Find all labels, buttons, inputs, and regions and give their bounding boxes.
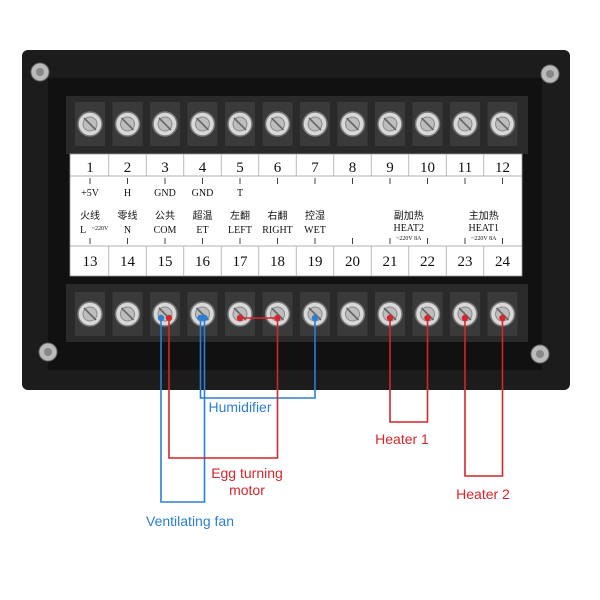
terminal-number: 13: [83, 254, 98, 270]
terminal-label: ET: [196, 225, 208, 236]
terminal-number: 17: [233, 254, 249, 270]
terminal-number: 5: [236, 160, 244, 176]
wire-endpoint-dot: [236, 314, 244, 322]
group-label-cn: 副加热: [394, 209, 424, 222]
terminal-label: H: [124, 188, 131, 199]
terminal-screw-icon: [75, 102, 105, 146]
terminal-label: T: [237, 188, 243, 199]
terminal-screw-icon: [150, 102, 180, 146]
terminal-number: 10: [420, 160, 435, 176]
ventilating-fan-wire: [160, 318, 206, 503]
wire-endpoint-dot: [386, 314, 394, 322]
humidifier-label: Humidifier: [208, 399, 271, 415]
terminal-label-cn: 控湿: [305, 209, 325, 222]
terminal-screw-icon: [225, 292, 255, 336]
terminal-number: 1: [86, 160, 94, 176]
terminal-screw-icon: [375, 102, 405, 146]
terminal-label: COM: [154, 225, 177, 236]
heater2-label: Heater 2: [456, 486, 510, 502]
terminal-number: 6: [274, 160, 282, 176]
wire-endpoint-dot: [157, 314, 165, 322]
terminal-screw-icon: [150, 292, 180, 336]
heater1-label: Heater 1: [375, 431, 429, 447]
terminal-label: RIGHT: [262, 225, 293, 236]
terminal-screw-icon: [337, 102, 368, 146]
terminal-number: 3: [161, 160, 169, 176]
terminal-number: 11: [458, 160, 472, 176]
terminal-label-cn: 零线: [118, 209, 138, 222]
terminal-screw-icon: [487, 292, 518, 336]
terminal-number: 2: [124, 160, 132, 176]
terminal-screw-icon: [450, 102, 480, 146]
terminal-label: +5V: [81, 188, 100, 199]
terminal-label: L: [80, 225, 86, 236]
wire-endpoint-dot: [311, 314, 319, 322]
group-label: HEAT2: [393, 223, 424, 234]
ventilating-fan-label: Ventilating fan: [146, 513, 234, 529]
terminal-label-cn: 公共: [155, 210, 175, 222]
terminal-number: 22: [420, 254, 435, 270]
wire-endpoint-dot: [499, 314, 506, 322]
terminal-label: N: [124, 225, 131, 236]
terminal-screw-icon: [487, 102, 518, 146]
terminal-screw-icon: [112, 102, 143, 146]
egg-turning-wire: [168, 318, 279, 459]
heater2-wire: [464, 318, 504, 477]
egg-turning-label: Egg turning: [211, 465, 283, 481]
terminal-number: 9: [386, 160, 394, 176]
terminal-screw-icon: [262, 102, 293, 146]
corner-screw-icon: [30, 62, 50, 82]
terminal-screw-icon: [450, 292, 480, 336]
egg-turning-label: motor: [229, 482, 265, 498]
group-label: HEAT1: [468, 223, 499, 234]
terminal-label: LEFT: [228, 225, 252, 236]
corner-screw-icon: [530, 344, 550, 364]
corner-screw-icon: [38, 342, 58, 362]
group-label-rating: ~220V 8A: [396, 236, 422, 242]
terminal-number: 15: [158, 254, 173, 270]
terminal-label-cn: 超温: [193, 209, 213, 222]
wire-endpoint-dot: [424, 314, 431, 322]
terminal-label: WET: [304, 225, 326, 236]
terminal-number: 16: [195, 254, 211, 270]
terminal-label: GND: [154, 188, 176, 199]
terminal-number: 7: [311, 160, 319, 176]
terminal-label: GND: [192, 188, 214, 199]
terminal-screw-icon: [412, 102, 443, 146]
wire-endpoint-dot: [201, 314, 208, 322]
terminal-screw-icon: [337, 292, 368, 336]
group-label-cn: 主加热: [469, 209, 499, 222]
corner-screw-icon: [540, 64, 560, 84]
terminal-screw-icon: [187, 102, 218, 146]
terminal-number: 19: [308, 254, 323, 270]
terminal-number: 8: [349, 160, 357, 176]
terminal-screw-icon: [225, 102, 255, 146]
terminal-label-voltage: ~220V: [92, 226, 109, 232]
terminal-number: 20: [345, 254, 360, 270]
wire-endpoint-dot: [274, 314, 281, 322]
humidifier-wire: [199, 318, 316, 399]
terminal-label-cn: 右翻: [268, 209, 288, 222]
terminal-number: 18: [270, 254, 285, 270]
terminal-screw-icon: [187, 292, 218, 336]
group-label-rating: ~220V 8A: [471, 236, 497, 242]
terminal-number: 4: [199, 160, 207, 176]
terminal-screw-icon: [300, 102, 330, 146]
terminal-number: 21: [383, 254, 398, 270]
terminal-screw-icon: [112, 292, 143, 336]
heater1-wire: [389, 318, 429, 423]
terminal-number: 23: [458, 254, 473, 270]
terminal-number: 12: [495, 160, 510, 176]
terminal-number: 14: [120, 254, 136, 270]
terminal-screw-icon: [75, 292, 105, 336]
terminal-screw-icon: [300, 292, 330, 336]
wire-endpoint-dot: [165, 314, 173, 322]
terminal-label-cn: 左翻: [230, 209, 250, 222]
wire-endpoint-dot: [461, 314, 469, 322]
terminal-number: 24: [495, 254, 511, 270]
terminal-label-cn: 火线: [80, 209, 100, 222]
